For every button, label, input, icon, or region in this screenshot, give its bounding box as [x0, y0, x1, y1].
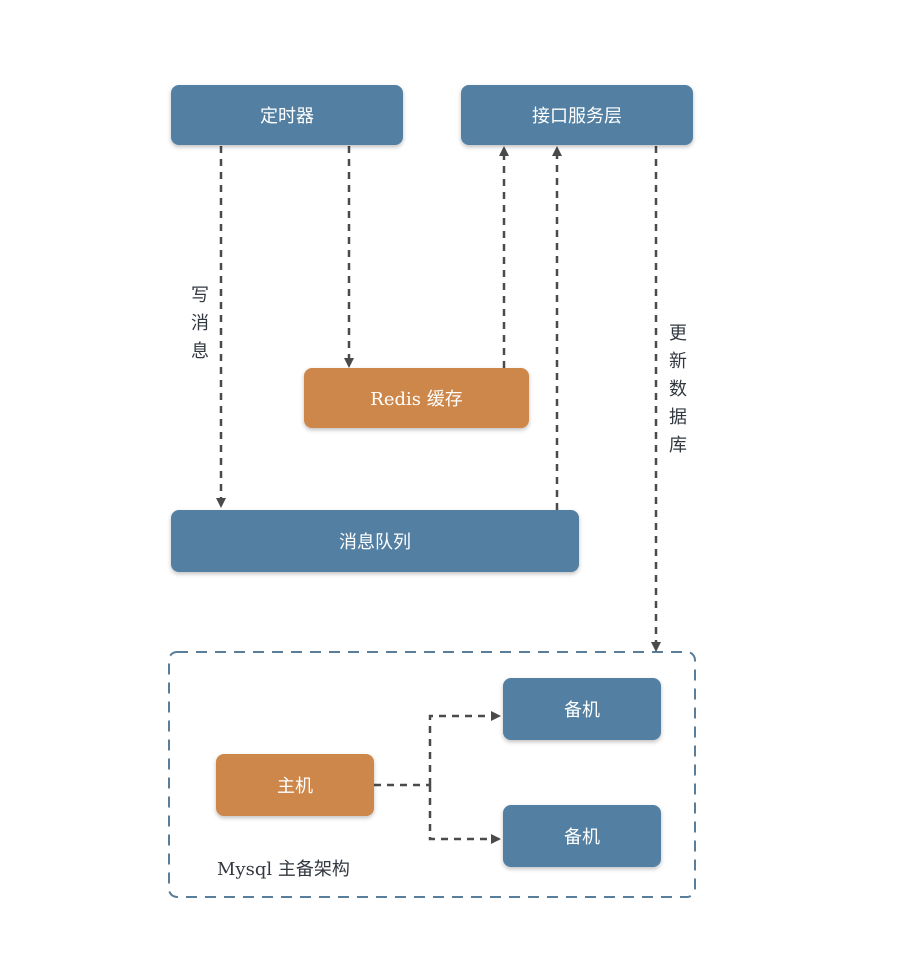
standby-node-2: 备机 — [503, 805, 661, 867]
standby-node-2-label: 备机 — [564, 827, 600, 848]
standby-node-1: 备机 — [503, 678, 661, 740]
write-message-label: 写消息 — [191, 285, 209, 362]
redis-cache-node-label: Redis 缓存 — [370, 389, 463, 410]
arrow-master-to-standby-2 — [428, 785, 501, 844]
arrow-master-to-standby-1 — [428, 711, 501, 785]
standby-node-1-label: 备机 — [564, 700, 600, 721]
update-database-label: 更新数据库 — [669, 323, 687, 456]
api-layer-node: 接口服务层 — [461, 85, 693, 145]
redis-cache-node: Redis 缓存 — [304, 368, 529, 428]
message-queue-node: 消息队列 — [171, 510, 579, 572]
timer-node-label: 定时器 — [260, 106, 314, 127]
api-layer-node-label: 接口服务层 — [532, 106, 622, 127]
mysql-group-border — [168, 651, 696, 898]
master-node: 主机 — [216, 754, 374, 816]
mysql-cluster-label: Mysql 主备架构 — [217, 859, 350, 880]
message-queue-node-label: 消息队列 — [339, 532, 411, 553]
timer-node: 定时器 — [171, 85, 403, 145]
master-node-label: 主机 — [277, 776, 313, 797]
